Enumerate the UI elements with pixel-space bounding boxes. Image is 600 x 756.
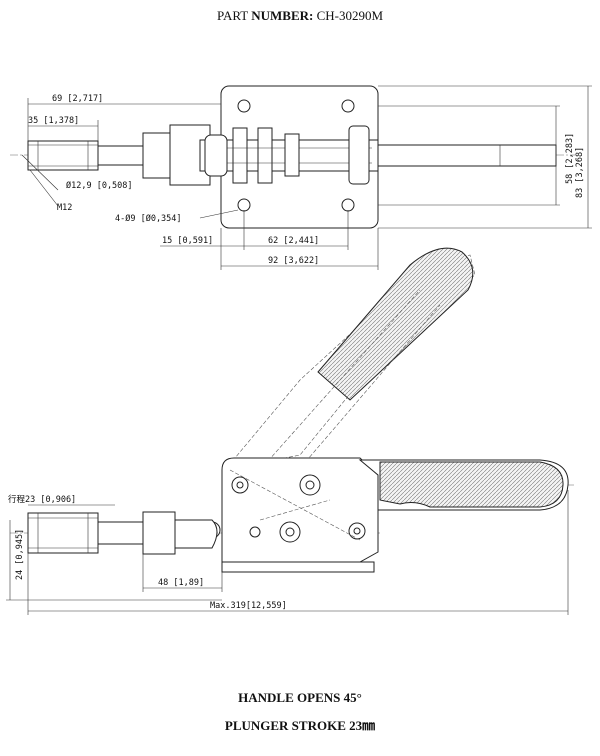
handle-open-position	[224, 247, 476, 481]
dim-69: 69 [2,717]	[52, 94, 103, 104]
side-view: 行程23 [0,906] 24 [0,945] 48 [1,89] Max.31…	[6, 247, 575, 615]
mount-hole	[237, 99, 251, 113]
dim-62: 62 [2,441]	[268, 236, 319, 246]
plunger-rod-side	[97, 521, 144, 545]
dim-max-length: Max.319[12,559]	[210, 601, 287, 611]
pivot	[231, 476, 249, 494]
plunger-housing-side	[142, 511, 176, 555]
dim-83: 83 [3,268]	[575, 147, 585, 198]
top-view: 69 [2,717] 35 [1,378] Ø12,9 [0,508] M12 …	[10, 85, 592, 270]
pivot	[299, 474, 321, 496]
part-label: PART	[216, 8, 248, 23]
handle-top	[377, 144, 557, 167]
dim-58: 58 [2,283]	[565, 133, 575, 184]
part-number-header: PART NUMBER: CH-30290M	[0, 8, 600, 24]
dim-48: 48 [1,89]	[158, 578, 204, 588]
dim-35: 35 [1,378]	[28, 116, 79, 126]
handle-grip	[379, 461, 564, 508]
dim-diameter-12: Ø12,9 [0,508]	[66, 180, 133, 191]
mount-hole	[341, 99, 355, 113]
handle-opens-note: HANDLE OPENS 45°	[238, 690, 362, 705]
plunger-rod	[97, 145, 144, 166]
clamp-body	[221, 457, 379, 563]
part-number: CH-30290M	[316, 8, 384, 23]
dim-24: 24 [0,945]	[15, 529, 25, 580]
number-label: NUMBER:	[251, 8, 314, 23]
threaded-end	[27, 140, 99, 171]
threaded-end-side	[27, 512, 99, 554]
base-flange	[221, 561, 375, 573]
pivot	[279, 521, 301, 543]
dim-92: 92 [3,622]	[268, 256, 319, 266]
dim-m12: M12	[57, 203, 72, 213]
dim-15: 15 [0,591]	[162, 236, 213, 246]
dim-stroke: 行程23 [0,906]	[8, 494, 76, 505]
dim-mount-holes: 4-Ø9 [Ø0,354]	[115, 213, 182, 224]
pivot	[348, 522, 366, 540]
plunger-stroke-note: PLUNGER STROKE 23㎜	[224, 718, 376, 733]
